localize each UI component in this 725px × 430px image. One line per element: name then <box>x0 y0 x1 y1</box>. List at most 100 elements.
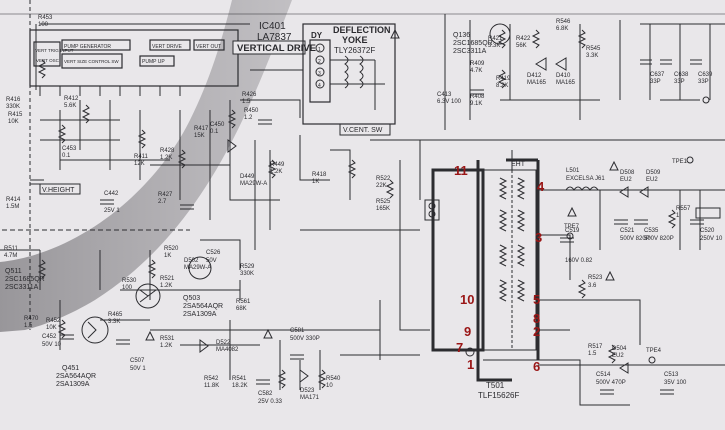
svg-text:R412: R412 <box>64 96 79 102</box>
svg-text:3.3K: 3.3K <box>108 319 120 325</box>
pin-2: 2 <box>533 324 540 339</box>
svg-text:56K: 56K <box>516 43 527 49</box>
svg-text:22K: 22K <box>376 183 387 189</box>
yoke-title-1: DEFLECTION <box>333 25 391 35</box>
svg-text:3.3K: 3.3K <box>586 53 598 59</box>
transformer-ref: T501 <box>486 381 505 390</box>
svg-text:C521: C521 <box>620 228 635 234</box>
svg-text:D412: D412 <box>527 73 542 79</box>
svg-text:35V 100: 35V 100 <box>664 380 687 386</box>
transformer-part: TLF15626F <box>478 391 519 400</box>
svg-text:R416: R416 <box>6 97 21 103</box>
svg-text:5.6K: 5.6K <box>64 103 76 109</box>
svg-text:R450: R450 <box>244 108 259 114</box>
pin-11: 11 <box>454 163 468 178</box>
svg-text:1.2K: 1.2K <box>270 169 282 175</box>
ic401-block <box>29 29 239 96</box>
svg-text:10K: 10K <box>8 119 19 125</box>
svg-text:C582: C582 <box>258 391 273 397</box>
q451-part: 2SA564AQR <box>56 373 96 380</box>
ic-block-osc: VERT OSC <box>36 58 60 63</box>
svg-text:R427: R427 <box>158 192 173 198</box>
ic-block-size: VERT SIZE CONTROL SW <box>64 59 119 64</box>
v-height-label: V.HEIGHT <box>42 187 75 194</box>
svg-text:D523: D523 <box>300 388 315 394</box>
ic-block-vert-out: VERT OUT <box>196 44 221 50</box>
svg-text:1.2K: 1.2K <box>160 155 172 161</box>
svg-text:R452: R452 <box>46 318 61 324</box>
svg-text:R523: R523 <box>588 275 603 281</box>
svg-text:18.2K: 18.2K <box>232 383 248 389</box>
svg-text:D509: D509 <box>646 170 661 176</box>
main-wires <box>0 69 430 390</box>
shadow-band <box>0 0 292 332</box>
svg-text:1.5: 1.5 <box>242 99 251 105</box>
svg-text:MA29W-A: MA29W-A <box>240 181 267 187</box>
svg-text:11.8K: 11.8K <box>204 383 219 389</box>
svg-text:R415: R415 <box>8 112 23 118</box>
capacitor-symbols <box>30 59 704 395</box>
q136-part: 2SC1685QR <box>453 40 493 47</box>
svg-text:15K: 15K <box>194 133 205 139</box>
yoke-pin-1: 1 <box>318 47 321 53</box>
svg-text:C519: C519 <box>565 228 580 234</box>
pin-9: 9 <box>464 324 471 339</box>
svg-text:R529: R529 <box>240 264 255 270</box>
svg-text:R408: R408 <box>470 94 485 100</box>
q511-alt: 2SC3311A <box>5 284 39 291</box>
svg-text:8.2K: 8.2K <box>496 83 508 89</box>
q503-part: 2SA564AQR <box>183 303 223 310</box>
svg-text:R453: R453 <box>38 15 53 21</box>
svg-text:1: 1 <box>676 213 680 219</box>
q136-ref: Q136 <box>453 32 470 39</box>
svg-text:R470: R470 <box>24 316 39 322</box>
transformer-pin-annotations: 1 2 3 4 5 6 7 8 9 10 11 <box>454 163 545 374</box>
svg-text:R542: R542 <box>204 376 219 382</box>
ic-block-vert-drive: VERT DRIVE <box>152 44 182 50</box>
ic-pins <box>39 86 181 96</box>
ic-ref-label: IC401 <box>259 21 286 32</box>
eht-label: EHT <box>511 161 526 168</box>
q511-part: 2SC1685QR <box>5 276 45 283</box>
svg-text:MA4082: MA4082 <box>216 347 239 353</box>
svg-text:D522: D522 <box>216 340 231 346</box>
svg-text:R546: R546 <box>556 19 571 25</box>
svg-text:C520: C520 <box>700 228 715 234</box>
yoke-pin-4: 4 <box>318 83 321 89</box>
ic-block-pump-generator: PUMP GENERATOR <box>64 44 111 50</box>
svg-text:33P: 33P <box>698 79 709 85</box>
svg-text:R525: R525 <box>376 199 391 205</box>
svg-text:330K: 330K <box>6 104 20 110</box>
svg-text:R414: R414 <box>6 197 21 203</box>
svg-text:12K: 12K <box>134 161 145 167</box>
svg-text:MA165: MA165 <box>556 80 576 86</box>
svg-text:C442: C442 <box>104 191 119 197</box>
svg-text:100: 100 <box>38 22 49 28</box>
svg-text:C639: C639 <box>698 72 713 78</box>
svg-text:1.5: 1.5 <box>588 351 597 357</box>
svg-text:500V 820P: 500V 820P <box>620 236 650 242</box>
svg-text:D502: D502 <box>184 258 199 264</box>
pin-3: 3 <box>535 230 542 245</box>
svg-text:3.3K: 3.3K <box>488 43 500 49</box>
test-point-7: TPE7 <box>564 224 580 230</box>
svg-text:EU2: EU2 <box>646 177 658 183</box>
pin-10: 10 <box>460 292 474 307</box>
svg-text:1.2K: 1.2K <box>160 343 172 349</box>
svg-text:1.2: 1.2 <box>244 115 253 121</box>
svg-text:C637: C637 <box>650 72 665 78</box>
q503-alt: 2SA1309A <box>183 311 217 318</box>
vertical-drive-label: VERTICAL DRIVE <box>237 43 316 54</box>
svg-text:R449: R449 <box>270 162 285 168</box>
svg-text:6.3V 100: 6.3V 100 <box>437 99 462 105</box>
flyback-transformer <box>424 150 725 406</box>
svg-text:1.2K: 1.2K <box>160 283 172 289</box>
svg-text:R545: R545 <box>586 46 601 52</box>
coil-part: EXCELSA J61 <box>566 176 605 182</box>
svg-text:C638: C638 <box>674 72 689 78</box>
svg-text:C514: C514 <box>596 372 611 378</box>
svg-text:500V 820P: 500V 820P <box>644 236 674 242</box>
pin-7: 7 <box>456 340 463 355</box>
